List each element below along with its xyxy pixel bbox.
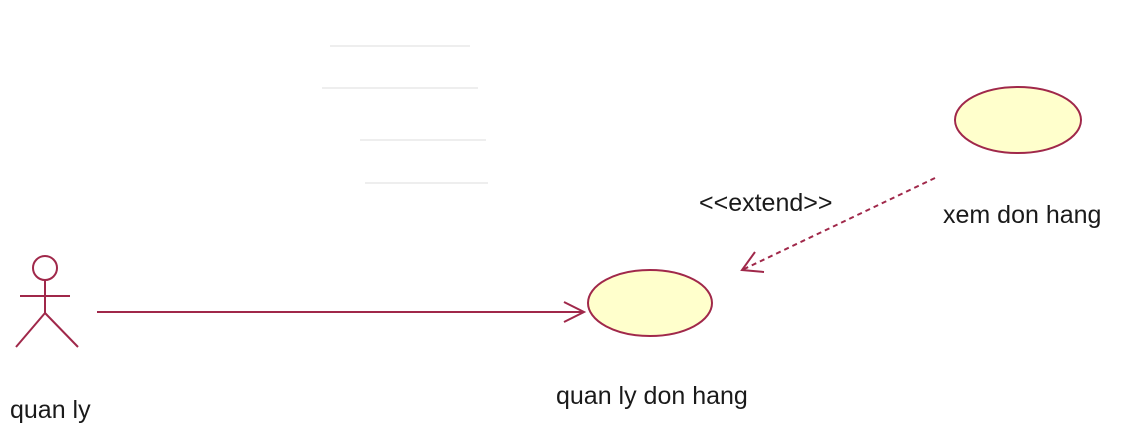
association-arrowhead — [563, 301, 587, 323]
actor-head — [32, 255, 58, 281]
actor-label: quan ly — [10, 396, 91, 424]
association-line[interactable] — [97, 301, 587, 323]
background-artifacts — [322, 45, 488, 184]
extend-arrowhead — [740, 251, 765, 273]
use-case-xem-don-hang-label: xem don hang — [943, 201, 1102, 229]
use-case-xem-don-hang[interactable] — [954, 86, 1082, 154]
actor-left-leg — [15, 312, 46, 348]
actor-right-leg — [44, 312, 79, 348]
actor-figure[interactable] — [15, 255, 79, 348]
use-case-quan-ly-don-hang[interactable] — [587, 269, 713, 337]
use-case-quan-ly-don-hang-label: quan ly don hang — [556, 382, 748, 410]
extend-dependency[interactable] — [740, 177, 936, 273]
extend-stereotype-label: <<extend>> — [699, 189, 833, 217]
